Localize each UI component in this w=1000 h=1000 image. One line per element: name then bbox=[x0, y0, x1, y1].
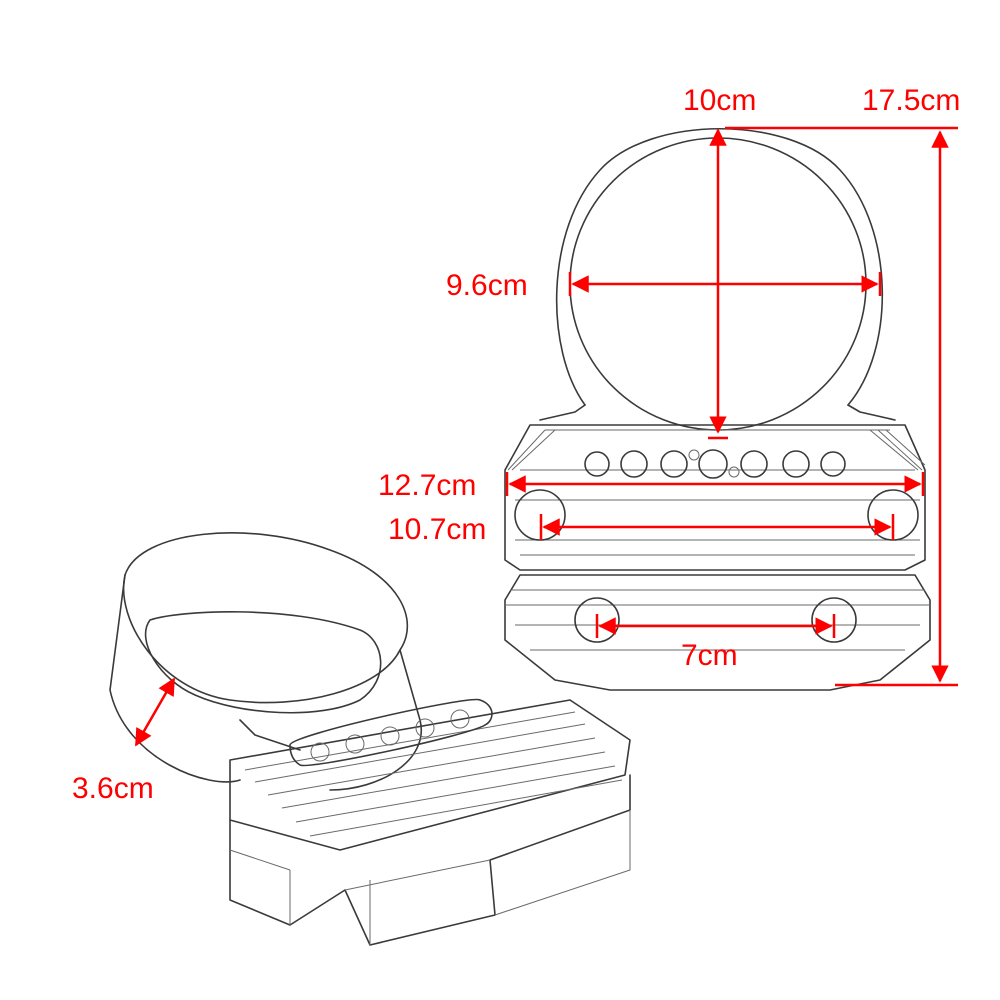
label-hole-spacing-lower: 7cm bbox=[681, 639, 738, 672]
perspective-view-bracket bbox=[109, 532, 631, 946]
front-lower-base bbox=[504, 574, 931, 691]
label-ring-depth: 3.6cm bbox=[72, 772, 154, 805]
label-base-width: 12.7cm bbox=[378, 469, 476, 502]
label-total-height: 17.5cm bbox=[862, 84, 960, 117]
perspective-ring-top bbox=[122, 532, 409, 704]
front-upper-plate bbox=[504, 424, 926, 571]
front-ring-outer bbox=[555, 128, 884, 406]
dimension-line-ring-depth bbox=[134, 677, 176, 747]
label-hole-spacing-upper: 10.7cm bbox=[388, 513, 486, 546]
label-top-width: 10cm bbox=[683, 84, 756, 117]
label-inner-diameter: 9.6cm bbox=[446, 269, 528, 302]
perspective-top-plate bbox=[229, 699, 631, 851]
front-neck bbox=[539, 404, 896, 421]
front-hole-row bbox=[584, 449, 846, 479]
